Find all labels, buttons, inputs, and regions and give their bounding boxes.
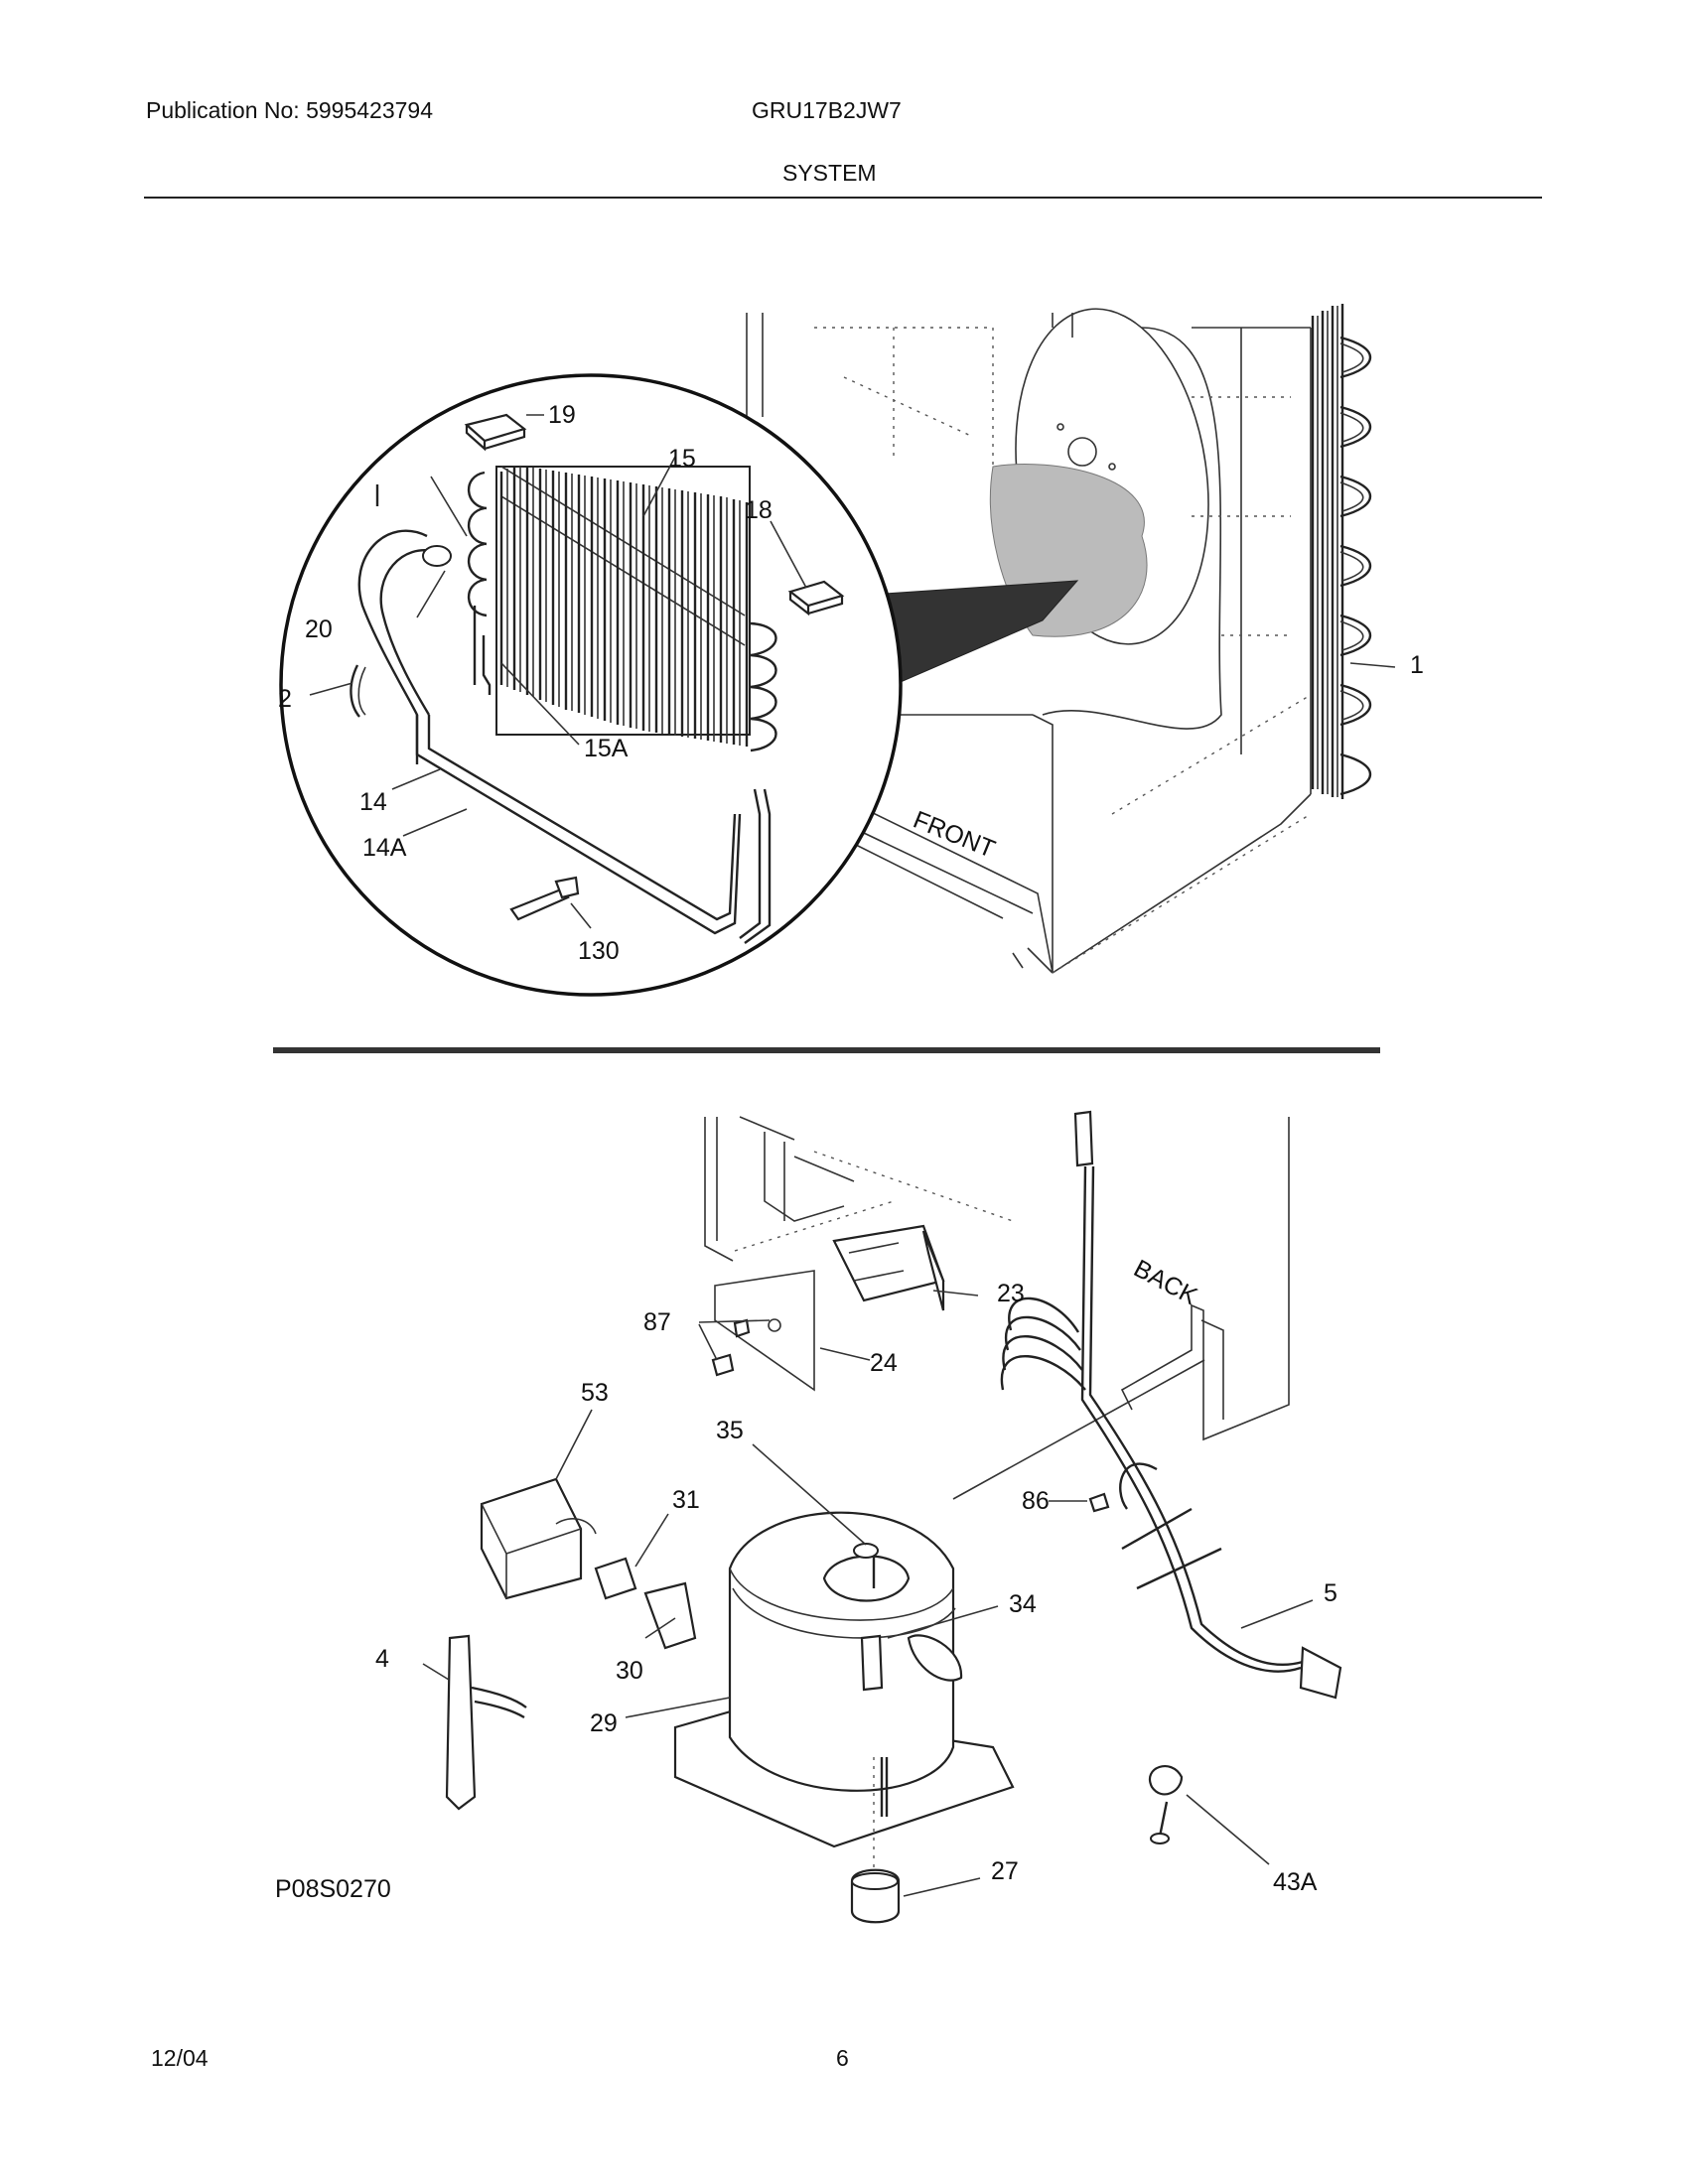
evaporator — [467, 466, 777, 752]
part-label-4: 4 — [375, 1645, 389, 1673]
overload-protector — [594, 1557, 637, 1600]
drawing-code: P08S0270 — [275, 1875, 391, 1903]
part-label-34: 34 — [1009, 1590, 1037, 1618]
part-label-43a: 43A — [1273, 1868, 1318, 1896]
footer-date: 12/04 — [151, 2045, 209, 2071]
power-cord — [1000, 1110, 1342, 1700]
part-label-27: 27 — [991, 1857, 1019, 1885]
part-label-35: 35 — [716, 1417, 744, 1444]
part-label-14a: 14A — [362, 834, 407, 862]
part-label-2: 2 — [278, 685, 292, 713]
part-label-14: 14 — [359, 788, 387, 816]
part-label-29: 29 — [590, 1709, 618, 1737]
relay-cover — [480, 1477, 597, 1600]
part-label-18: 18 — [745, 496, 773, 524]
part-label-53: 53 — [581, 1379, 609, 1407]
page-number: 6 — [836, 2045, 849, 2071]
part-label-30: 30 — [616, 1657, 643, 1685]
model-number: GRU17B2JW7 — [752, 97, 902, 123]
machine-compartment-view: BACK — [422, 1110, 1342, 1924]
part-label-19: 19 — [548, 401, 576, 429]
part-label-31: 31 — [672, 1486, 700, 1514]
part-label-20: 20 — [305, 615, 333, 643]
condenser-coil — [1311, 304, 1371, 799]
part-label-15: 15 — [668, 445, 696, 473]
publication-number: Publication No: 5995423794 — [146, 97, 434, 123]
part-label-87: 87 — [643, 1308, 671, 1336]
part-label-24: 24 — [870, 1349, 898, 1377]
filter-drier — [445, 1634, 477, 1811]
section-divider — [273, 1047, 1380, 1053]
front-label: FRONT — [910, 806, 999, 864]
header-rule — [144, 197, 1542, 199]
part-label-5: 5 — [1324, 1579, 1337, 1607]
back-label: BACK — [1129, 1255, 1202, 1311]
relay-clip — [643, 1581, 697, 1650]
ground-screw — [1088, 1492, 1110, 1513]
tubing-clamp — [1148, 1765, 1184, 1796]
part-label-86: 86 — [1022, 1487, 1050, 1515]
section-title: SYSTEM — [782, 160, 877, 186]
part-label-15a: 15A — [584, 735, 629, 762]
compressor — [673, 1511, 1015, 1906]
part-label-23: 23 — [997, 1280, 1025, 1307]
evaporator-detail-circle — [279, 373, 1396, 997]
part-label-1: 1 — [1410, 651, 1424, 679]
part-label-130: 130 — [578, 937, 620, 965]
